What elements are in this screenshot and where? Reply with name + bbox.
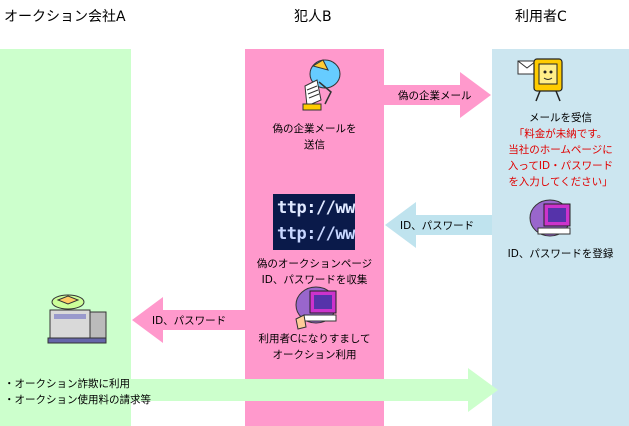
- send-mail-line-2: 送信: [304, 139, 325, 151]
- arrow-label-fake-mail: 偽の企業メール: [398, 90, 472, 102]
- header-auction-company: オークション会社A: [4, 9, 126, 25]
- hacker-icon: [297, 56, 343, 118]
- header-user: 利用者C: [515, 9, 567, 25]
- url-screen-image: ttp://ww ttp://ww: [273, 194, 355, 250]
- user-alert-message: 「料金が未納です。 当社のホームページに 入ってID・パスワード を入力してくだ…: [492, 126, 629, 190]
- alert-line-1: 「料金が未納です。: [513, 128, 608, 140]
- alert-line-3: 入ってID・パスワード: [507, 160, 614, 172]
- criminal-collect-text: 偽のオークションページ ID、パスワードを収集: [245, 256, 384, 288]
- arrow-label-id-password-b: ID、パスワード: [400, 220, 475, 232]
- arrow-auction-misuse: [0, 366, 500, 416]
- hacker-computer-icon: [292, 285, 344, 335]
- url-line-2: ttp://ww: [277, 224, 355, 244]
- criminal-impersonate-text: 利用者Cになりすまして オークション利用: [245, 331, 384, 363]
- server-computer-icon: [44, 292, 110, 348]
- arrow-label-id-password-a: ID、パスワード: [152, 315, 227, 327]
- alert-line-4: を入力してください」: [508, 176, 613, 188]
- user-computer-icon: [528, 198, 576, 246]
- mail-computer-icon: [514, 53, 566, 109]
- arrow-id-password-to-criminal: [384, 200, 492, 250]
- bullet-auction-fraud: ・オークション詐欺に利用: [4, 378, 130, 390]
- header-criminal: 犯人B: [294, 9, 332, 25]
- user-register-text: ID、パスワードを登録: [507, 248, 614, 260]
- url-line-1: ttp://ww: [277, 198, 355, 218]
- arrow-id-password-to-auction: [131, 295, 247, 345]
- bullet-usage-fee-billing: ・オークション使用料の請求等: [4, 394, 151, 406]
- alert-line-2: 当社のホームページに: [508, 144, 613, 156]
- criminal-send-mail-text: 偽の企業メールを 送信: [245, 121, 384, 153]
- collect-line-1: 偽のオークションページ: [256, 258, 373, 270]
- user-column: [492, 49, 629, 426]
- arrow-fake-mail: [384, 70, 492, 120]
- impersonate-line-1: 利用者Cになりすまして: [258, 333, 371, 345]
- impersonate-line-2: オークション利用: [272, 349, 357, 361]
- user-receive-text: メールを受信: [529, 112, 592, 124]
- auction-company-column: [0, 49, 131, 426]
- send-mail-line-1: 偽の企業メールを: [272, 123, 357, 135]
- collect-line-2: ID、パスワードを収集: [261, 274, 368, 286]
